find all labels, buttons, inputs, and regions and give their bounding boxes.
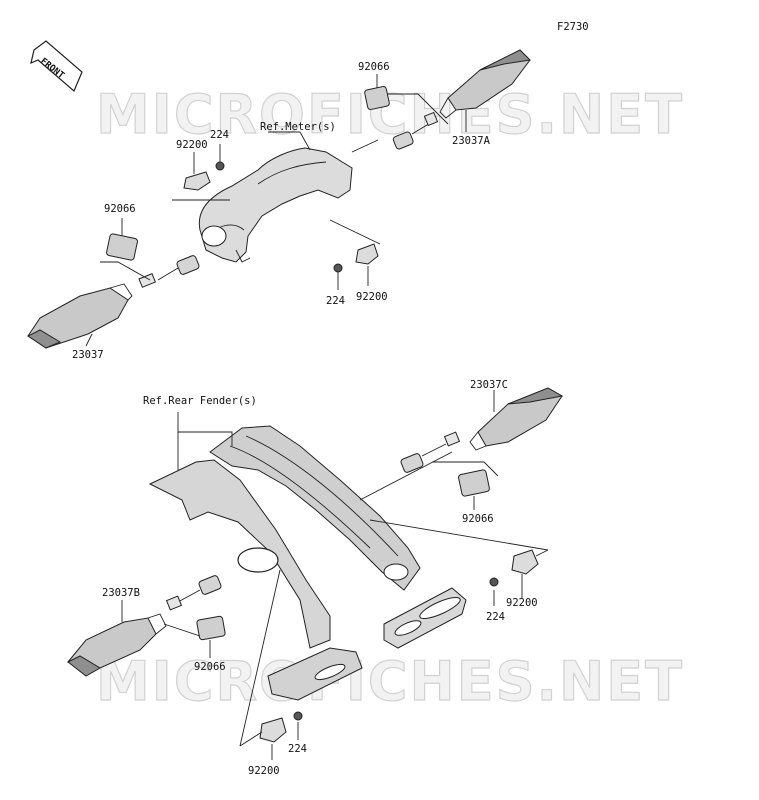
- rear-subframe: [209, 425, 421, 591]
- label-bolt-rear-bottom: 224: [288, 743, 307, 755]
- bracket-upper: [183, 171, 211, 191]
- label-bracket-rear-bottom: 92200: [248, 765, 280, 777]
- bolt-upper: [215, 161, 225, 171]
- connector-rear-right: [400, 431, 461, 473]
- label-socket-left: 92066: [104, 203, 136, 215]
- front-arrow-icon: FRONT: [30, 40, 83, 92]
- turn-signal-rear-left: [67, 613, 167, 677]
- connector-left-top: [138, 255, 200, 288]
- bracket-rear-bottom: [259, 717, 287, 743]
- label-bracket-lower: 92200: [356, 291, 388, 303]
- turn-signal-front-right: [439, 49, 532, 119]
- label-bracket-rear-right: 92200: [506, 597, 538, 609]
- label-ref-rear-fender: Ref.Rear Fender(s): [143, 395, 257, 407]
- connector-upper: [392, 111, 439, 150]
- label-signal-front-right: 23037A: [452, 135, 491, 147]
- label-socket-rear-right: 92066: [462, 513, 494, 525]
- leader-lines-bottom: [121, 390, 549, 760]
- bolt-rear-right: [489, 577, 499, 587]
- bolt-rear-bottom: [293, 711, 303, 721]
- label-signal-rear-left: 23037B: [102, 587, 140, 599]
- label-bolt-rear-right: 224: [486, 611, 505, 623]
- turn-signal-front-left: [27, 283, 133, 349]
- figure-code: F2730: [557, 21, 589, 33]
- leader-lines-top: [85, 74, 467, 347]
- bracket-lower: [355, 243, 379, 265]
- label-bolt-lower: 224: [326, 295, 345, 307]
- label-ref-meter: Ref.Meter(s): [260, 121, 336, 133]
- connector-rear-left: [165, 575, 222, 611]
- socket-rear-right: [458, 469, 490, 497]
- watermark-top: MICROFICHES.NET: [96, 83, 684, 146]
- bracket-rear-right: [511, 549, 539, 575]
- bolt-lower: [333, 263, 343, 273]
- label-socket-upper: 92066: [358, 61, 390, 73]
- socket-rear-left: [196, 615, 226, 641]
- label-bolt-upper: 224: [210, 129, 229, 141]
- socket-left-top: [106, 233, 138, 261]
- watermark-bottom: MICROFICHES.NET: [96, 650, 684, 713]
- label-socket-rear-left: 92066: [194, 661, 226, 673]
- grommet-opening: [237, 547, 279, 573]
- bottom-assembly: Ref.Rear Fender(s) 23037C 92066 224 9220…: [67, 379, 564, 777]
- rear-fender-panel: [148, 459, 331, 649]
- label-signal-rear-right: 23037C: [470, 379, 508, 391]
- socket-upper: [364, 85, 390, 111]
- lower-mount-bracket: [267, 647, 363, 701]
- label-bracket-upper: 92200: [176, 139, 208, 151]
- turn-signal-rear-right: [469, 387, 564, 451]
- meter-bracket: [198, 147, 353, 263]
- label-signal-front-left: 23037: [72, 349, 104, 361]
- top-assembly: Ref.Meter(s) 92066 23037A 224 92200 9206…: [27, 49, 532, 361]
